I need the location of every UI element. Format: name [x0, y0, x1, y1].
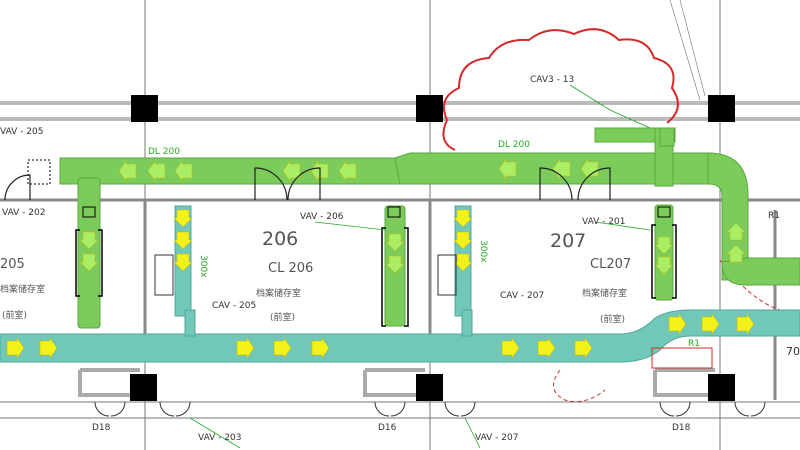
vav-202-label: VAV - 202 [2, 208, 46, 218]
room-207-number: 207 [550, 230, 587, 252]
door-tag-1: D18 [92, 423, 111, 433]
supply-label-2: DL 200 [498, 140, 530, 150]
vav-201-label: VAV - 201 [582, 217, 626, 227]
return-duct-size-2: 300x [478, 240, 488, 263]
vav-207-label: VAV - 207 [475, 433, 519, 443]
room-206-sub: (前室) [270, 313, 296, 323]
room-205-number: 205 [0, 257, 25, 272]
red-marker [651, 347, 713, 369]
door-swings [4, 167, 611, 201]
cav-205-label: CAV - 205 [212, 301, 257, 311]
vav-205-top-label: VAV - 205 [0, 127, 44, 137]
leader-lines [189, 84, 651, 449]
door-tag-3: D18 [672, 423, 691, 433]
supply-label-1: DL 200 [148, 147, 180, 157]
corridor-doors [94, 401, 766, 417]
room-206-code: CL 206 [268, 261, 314, 276]
revision-cloud [442, 28, 679, 151]
edge-number: 70 [786, 345, 800, 358]
room-207-name: 档案储存室 [582, 289, 628, 299]
vav-206-label: VAV - 206 [300, 212, 344, 222]
columns [130, 95, 735, 401]
room-206-number: 206 [262, 228, 299, 250]
room-207-code: CL207 [590, 257, 632, 272]
vav-boxes [27, 159, 677, 327]
return-duct-size-1: 300x [198, 255, 208, 278]
riser-tag-edge: R1 [768, 211, 780, 221]
cav-207-label: CAV - 207 [500, 291, 545, 301]
vav-203-label: VAV - 203 [198, 433, 242, 443]
partition-walls [0, 198, 800, 400]
room-205-name: 档案储存室 [0, 285, 46, 295]
room-207-sub: (前室) [600, 315, 626, 325]
room-206-name: 档案储存室 [256, 289, 302, 299]
cav-13-label: CAV3 - 13 [530, 75, 575, 85]
room-205-sub: (前室) [2, 311, 28, 321]
door-tag-2: D16 [378, 423, 397, 433]
riser-tag-right: R1 [688, 339, 700, 349]
bottom-fittings [78, 368, 715, 397]
